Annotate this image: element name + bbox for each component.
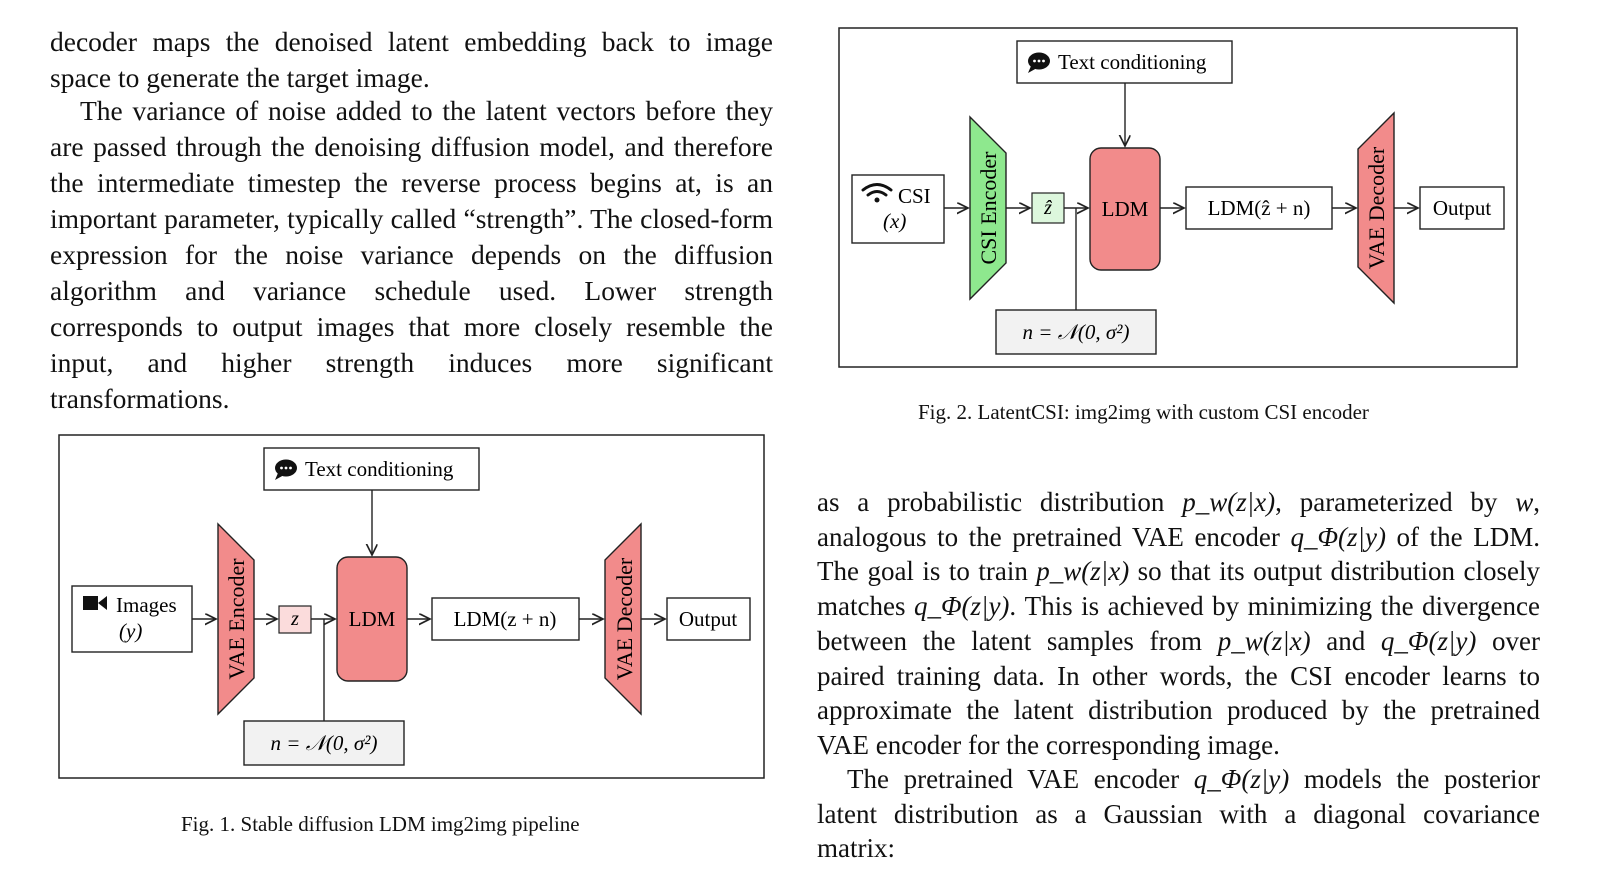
figure-2-diagram: Text conditioning CSI (x) CSI Encoder ẑ … (838, 27, 1518, 368)
right-paragraph-1: as a probabilistic distribution p_w(z|x)… (817, 487, 1540, 760)
video-camera-icon (83, 596, 107, 610)
ldm-output-box (1185, 186, 1333, 230)
noise-box (995, 309, 1157, 355)
vae-decoder-block (1357, 111, 1395, 305)
text-conditioning-label: Text conditioning (1058, 50, 1207, 74)
ldm-output-label: LDM(ẑ + n) (1208, 196, 1311, 220)
vae-decoder-label: VAE Decoder (1364, 146, 1389, 269)
latent-z-box (278, 605, 312, 634)
csi-encoder-label: CSI Encoder (976, 151, 1001, 265)
text-conditioning-box (1016, 40, 1233, 84)
csi-input-var: (x) (883, 209, 906, 233)
images-input-label: Images (116, 593, 177, 617)
right-paragraph-2: The pretrained VAE encoder q_Φ(z|y) mode… (817, 764, 1540, 864)
vae-decoder-label: VAE Decoder (612, 557, 637, 680)
wifi-icon (861, 183, 893, 203)
figure-2-caption: Fig. 2. LatentCSI: img2img with custom C… (918, 400, 1369, 424)
figure-1-caption: Fig. 1. Stable diffusion LDM img2img pip… (181, 812, 580, 836)
vae-encoder-block (217, 522, 255, 716)
left-paragraph-1: decoder maps the denoised latent embeddi… (50, 26, 773, 93)
ldm-label: LDM (349, 607, 396, 631)
figure-2-frame (838, 27, 1518, 368)
text-conditioning-box (263, 447, 480, 491)
vae-encoder-label: VAE Encoder (224, 558, 249, 680)
latent-zhat-label: ẑ (1043, 197, 1052, 219)
speech-bubble-icon (1028, 52, 1050, 73)
noise-box (243, 720, 405, 766)
noise-label: n = 𝒩(0, σ²) (271, 731, 378, 755)
figure-1-diagram: Text conditioning Images (y) VAE Encoder… (58, 434, 765, 779)
ldm-output-label: LDM(z + n) (454, 607, 557, 631)
ldm-label: LDM (1102, 197, 1149, 221)
output-box (1419, 186, 1505, 230)
latent-z-label: z (290, 608, 299, 630)
output-label: Output (679, 607, 738, 631)
noise-label: n = 𝒩(0, σ²) (1023, 320, 1130, 344)
text-conditioning-label: Text conditioning (305, 457, 454, 481)
latent-zhat-box (1031, 192, 1065, 224)
csi-input-label: CSI (898, 184, 931, 208)
images-input-var: (y) (119, 619, 142, 643)
ldm-block (1089, 147, 1161, 271)
output-box (666, 597, 751, 641)
output-label: Output (1433, 196, 1492, 220)
left-paragraph-2: The variance of noise added to the laten… (50, 95, 773, 414)
speech-bubble-icon (275, 459, 297, 480)
csi-encoder-block (969, 115, 1007, 301)
vae-decoder-block (604, 522, 642, 716)
